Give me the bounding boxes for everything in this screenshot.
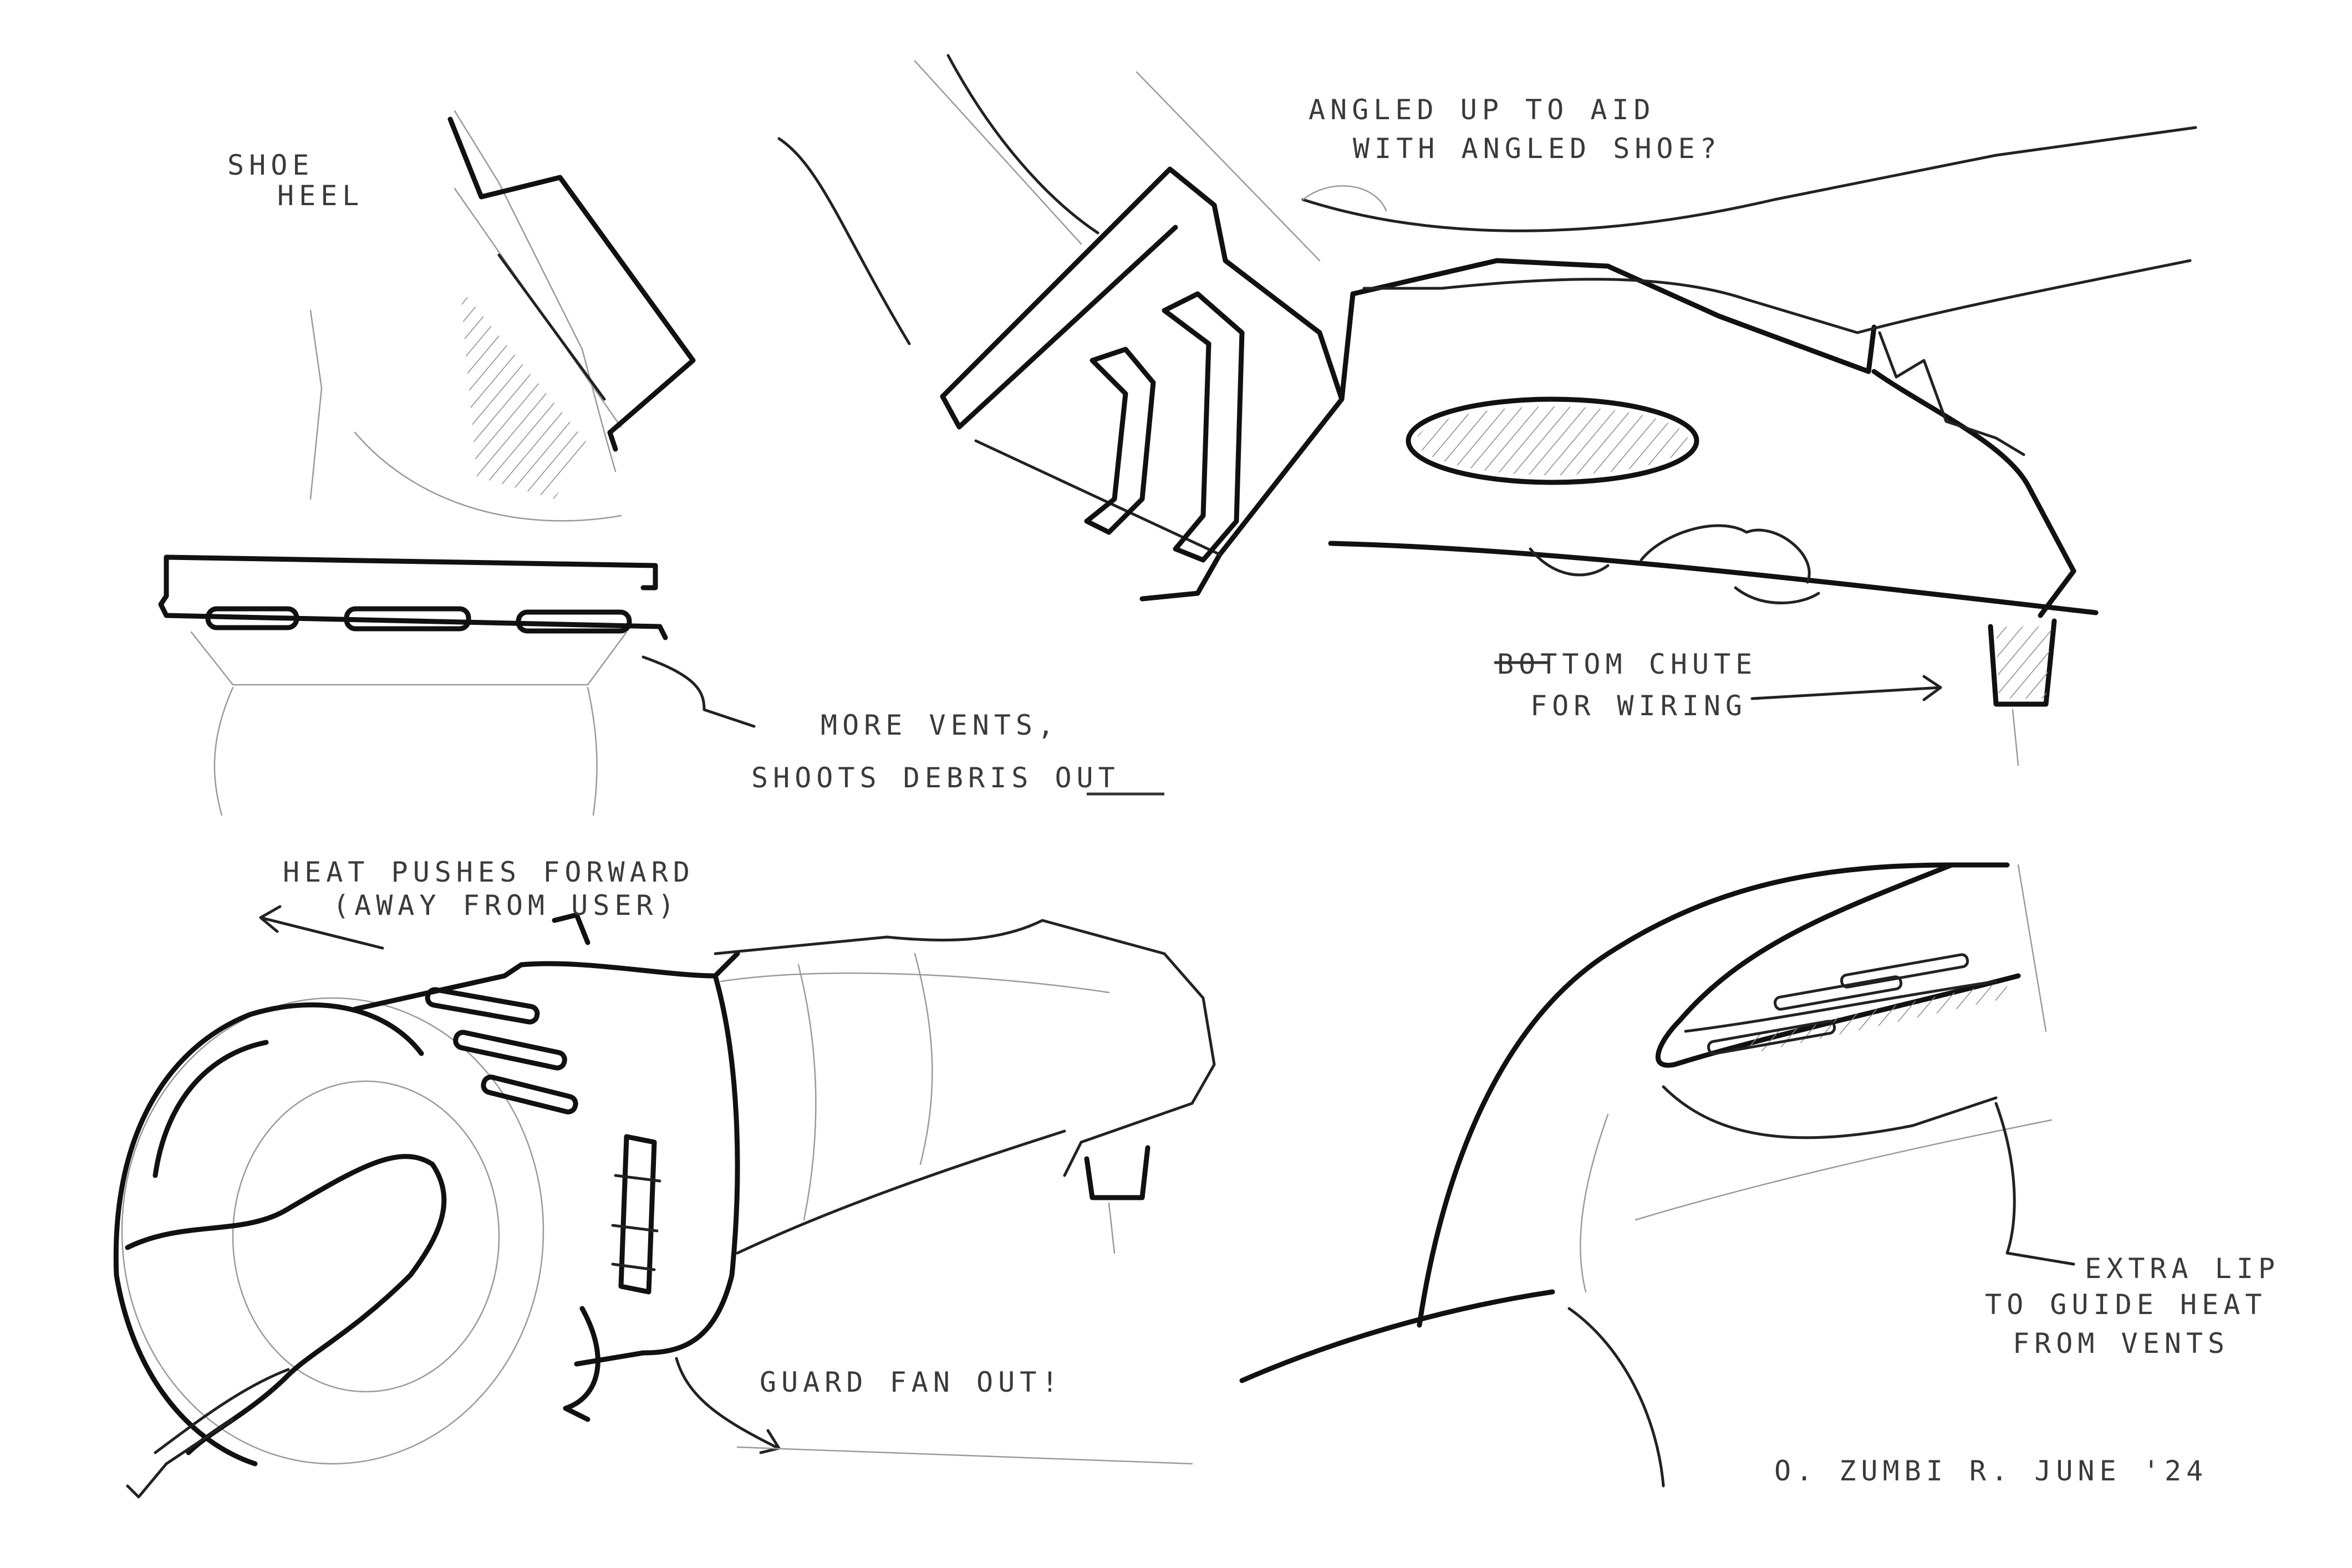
guard-fan-note: GUARD FAN OUT! — [760, 1366, 1063, 1398]
more-vents-note-emphasis: OUT — [1055, 762, 1119, 794]
more-vents-note-line1: MORE VENTS, — [821, 709, 1059, 741]
extra-lip-closeup-sketch — [1239, 862, 2075, 1488]
more-vents-note-line2: SHOOTS DEBRIS OUT — [751, 762, 1120, 794]
heat-pushes-note-line2: (AWAY FROM USER) — [333, 889, 680, 922]
heat-pushes-note-line1: HEAT PUSHES FORWARD — [283, 856, 695, 888]
handheld-tool-side-sketch — [777, 54, 2197, 766]
angled-up-note-line1: ANGLED UP TO AID — [1309, 94, 1656, 126]
extra-lip-note-line3: FROM VENTS — [2013, 1327, 2229, 1360]
bottom-chute-struck-letters: BO — [1497, 648, 1540, 680]
extra-lip-note-line1: EXTRA LIP — [2085, 1253, 2280, 1285]
guard-fan-underline — [736, 1446, 1193, 1465]
artist-signature: O. ZUMBI R. JUNE '24 — [1774, 1455, 2208, 1487]
bottom-chute-note-rest: TTOM CHUTE — [1540, 648, 1757, 680]
shoe-heel-note-line1: SHOE — [227, 149, 314, 181]
tool-three-quarter-sketch — [113, 912, 1216, 1499]
angled-up-note-line2: WITH ANGLED SHOE? — [1353, 133, 1722, 165]
shoe-heel-vents-sketch — [158, 110, 756, 816]
bottom-chute-note-line2: FOR WIRING — [1530, 690, 1747, 722]
bottom-chute-note-line1: BOTTOM CHUTE — [1497, 648, 1757, 680]
heat-forward-arrow — [259, 905, 384, 950]
extra-lip-note-line2: TO GUIDE HEAT — [1985, 1289, 2267, 1321]
shoe-heel-note-line2: HEEL — [277, 180, 364, 212]
bottom-chute-arrow — [1750, 675, 1942, 701]
more-vents-note-prefix: SHOOTS DEBRIS — [751, 762, 1055, 794]
